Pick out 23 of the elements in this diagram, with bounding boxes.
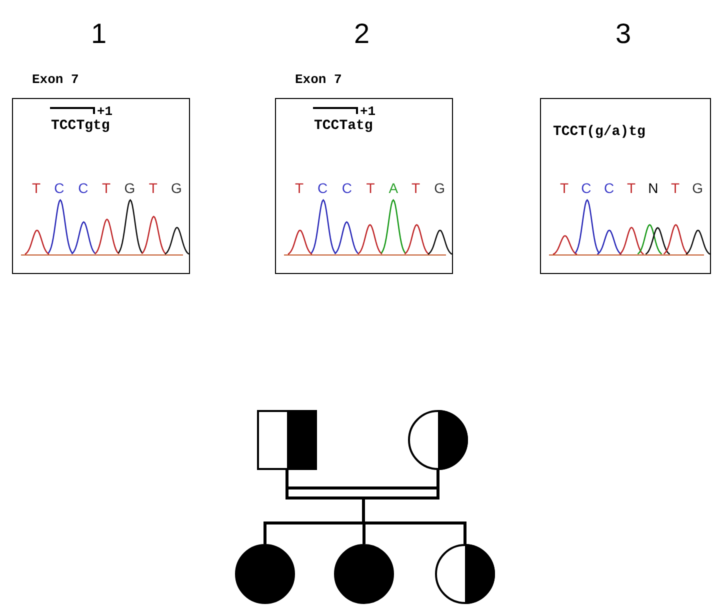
position-label: +1: [97, 105, 113, 118]
chromatogram-panel: [12, 98, 190, 274]
base-calls: T C C T A T G: [295, 181, 445, 195]
base-calls: T C C T G T G: [32, 181, 182, 195]
base-calls: T C C T N T G: [560, 181, 703, 195]
exon-label: Exon 7: [32, 71, 79, 89]
sequence-label: TCCTgtg: [51, 119, 110, 133]
position-label: +1: [360, 105, 376, 118]
sequence-label: TCCT(g/a)tg: [553, 125, 646, 139]
carrier-female-symbol: [435, 544, 495, 604]
sequence-label: TCCTatg: [314, 119, 373, 133]
panel-number: 2: [354, 20, 370, 48]
carrier-male-symbol: [257, 410, 317, 470]
exon-label: Exon 7: [295, 71, 342, 89]
panel-number: 1: [91, 20, 107, 48]
pedigree-line: [286, 470, 466, 544]
affected-female-symbol: [334, 544, 394, 604]
affected-female-symbol: [235, 544, 295, 604]
panel-number: 3: [616, 20, 632, 48]
carrier-female-symbol: [408, 410, 468, 470]
chromatogram-panel: [540, 98, 711, 274]
chromatogram-panel: [275, 98, 453, 274]
pedigree-line: [286, 468, 440, 500]
